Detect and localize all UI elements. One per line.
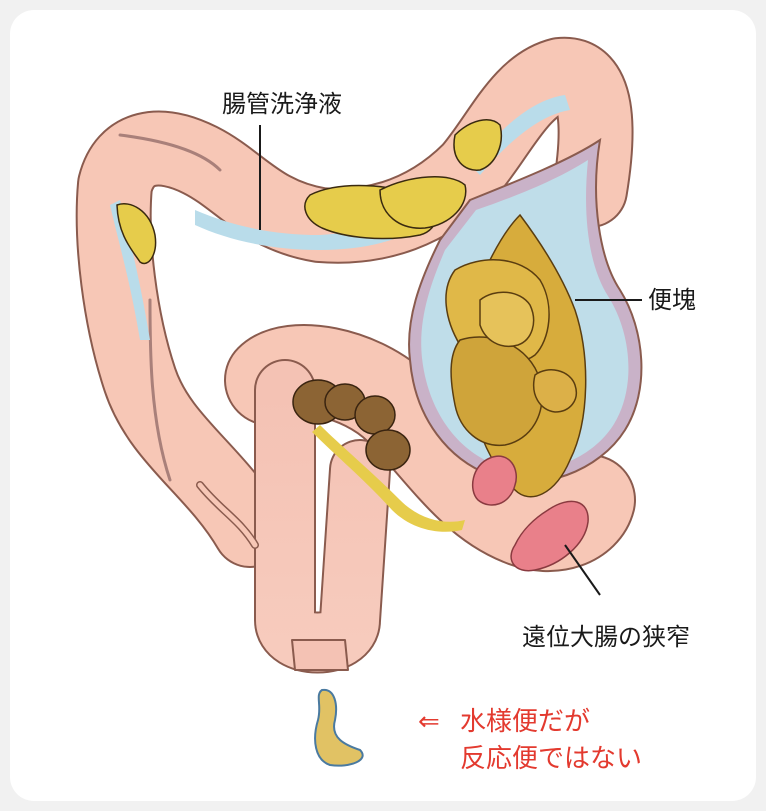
note-arrow: ⇐: [418, 705, 440, 739]
watery-stool-drop: [315, 690, 363, 766]
note-line-2: 反応便ではない: [460, 742, 642, 776]
label-distal-stenosis: 遠位大腸の狭窄: [522, 625, 690, 649]
label-lavage-fluid: 腸管洗浄液: [222, 92, 342, 116]
label-fecal-mass: 便塊: [648, 288, 696, 312]
note-line-1: 水様便だが: [460, 705, 590, 739]
